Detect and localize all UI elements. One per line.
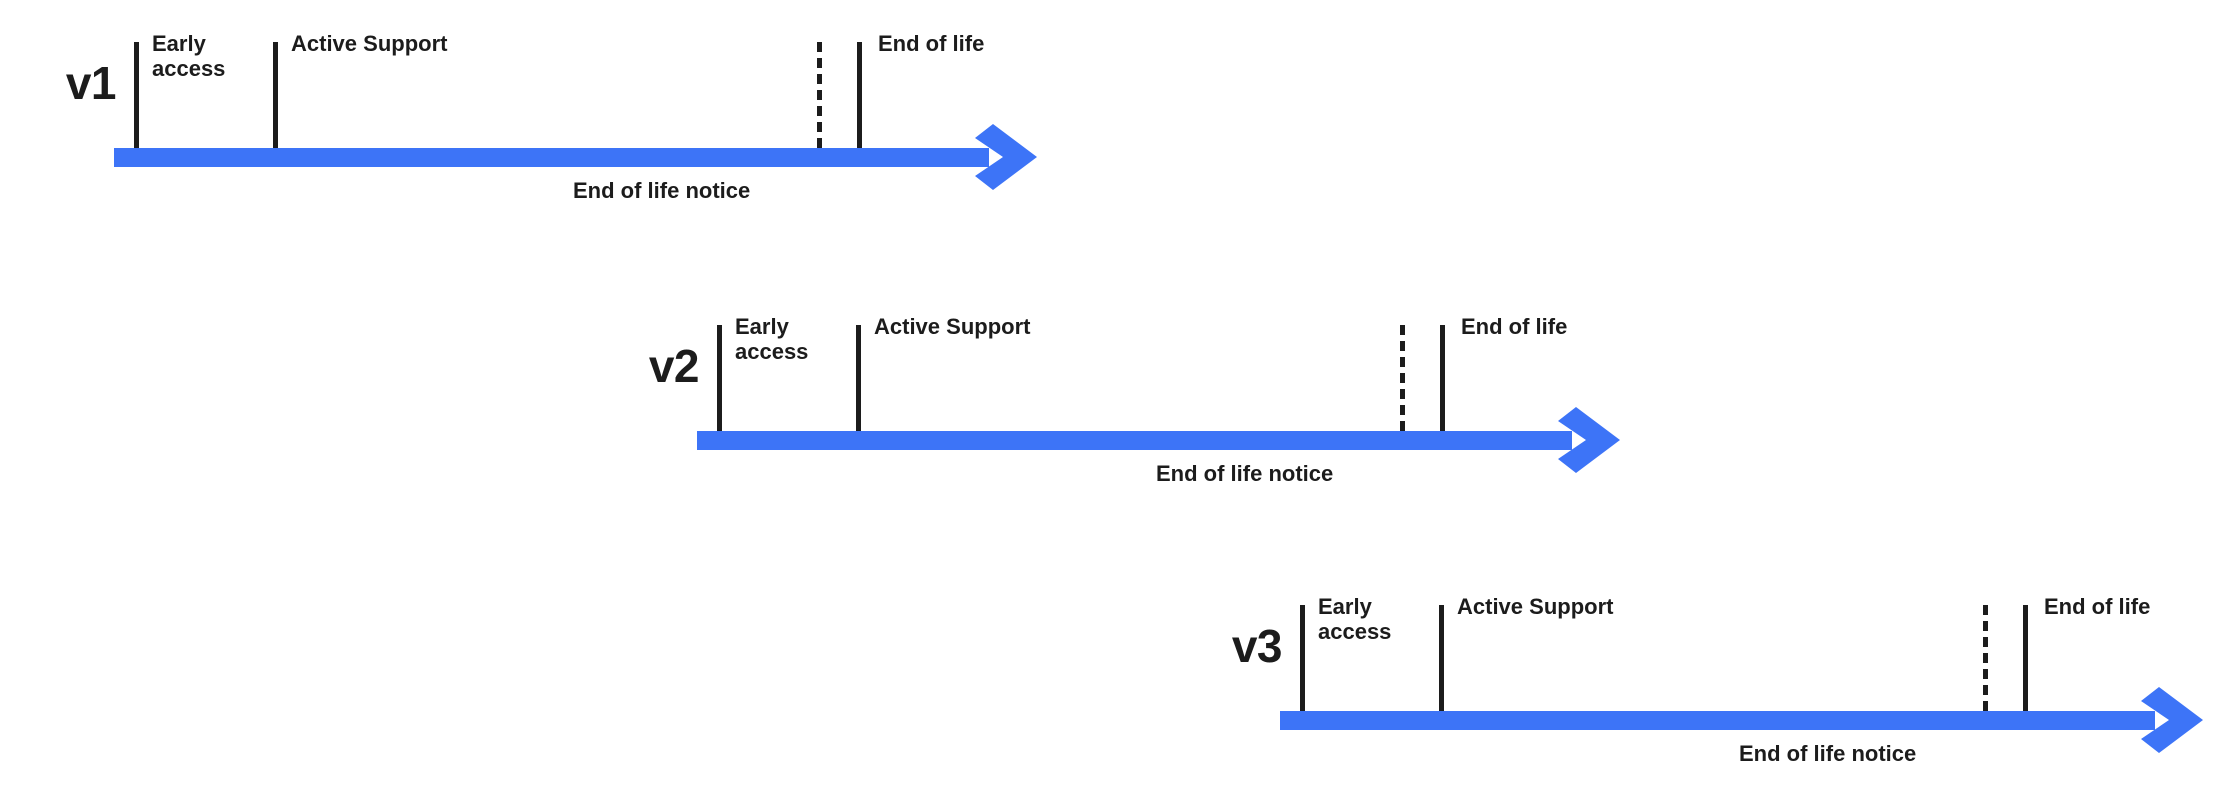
phase-label-active-support: Active Support xyxy=(1457,594,1614,619)
timeline-arrow-head xyxy=(975,124,1037,190)
label-end-of-life-notice: End of life notice xyxy=(573,178,751,203)
phase-label-early-access: Early access xyxy=(1318,594,1392,644)
label-end-of-life-notice: End of life notice xyxy=(1156,461,1334,486)
phase-label-end-of-life: End of life xyxy=(878,31,985,56)
tick-end-of-life-start xyxy=(2023,605,2028,711)
tick-end-of-life-notice xyxy=(817,42,822,148)
timeline-row-v3: v3 Early access Active Support End of li… xyxy=(1186,583,2216,783)
phase-label-end-of-life: End of life xyxy=(1461,314,1568,339)
tick-end-of-life-notice xyxy=(1983,605,1988,711)
timeline-row-v1: v1 Early access Active Support End of li… xyxy=(20,20,1050,220)
version-label: v2 xyxy=(648,340,700,392)
version-label: v3 xyxy=(1231,620,1283,672)
tick-early-access-start xyxy=(134,42,139,148)
tick-active-support-start xyxy=(273,42,278,148)
tick-early-access-start xyxy=(717,325,722,431)
tick-active-support-start xyxy=(1439,605,1444,711)
phase-label-active-support: Active Support xyxy=(874,314,1031,339)
tick-early-access-start xyxy=(1300,605,1305,711)
timeline-arrow-head xyxy=(1558,407,1620,473)
timeline-arrow-head xyxy=(2141,687,2203,753)
timeline-row-v2: v2 Early access Active Support End of li… xyxy=(603,303,1633,503)
label-end-of-life-notice: End of life notice xyxy=(1739,741,1917,766)
phase-label-active-support: Active Support xyxy=(291,31,448,56)
tick-end-of-life-notice xyxy=(1400,325,1405,431)
tick-active-support-start xyxy=(856,325,861,431)
phase-label-end-of-life: End of life xyxy=(2044,594,2151,619)
version-label: v1 xyxy=(65,57,117,109)
phase-label-early-access: Early access xyxy=(152,31,226,81)
tick-end-of-life-start xyxy=(1440,325,1445,431)
timeline-arrow-shaft xyxy=(114,148,989,167)
phase-label-early-access: Early access xyxy=(735,314,809,364)
timeline-arrow-shaft xyxy=(697,431,1572,450)
tick-end-of-life-start xyxy=(857,42,862,148)
timeline-arrow-shaft xyxy=(1280,711,2155,730)
